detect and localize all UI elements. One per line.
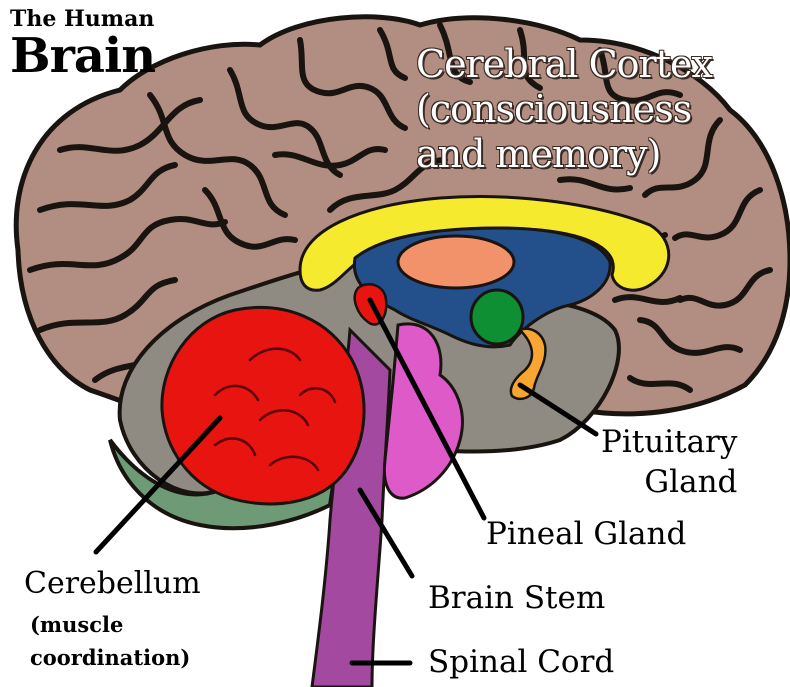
label-cerebral-cortex-desc-2: and memory) [416,132,712,177]
label-cerebellum-desc-1: (muscle [30,608,190,641]
label-cerebellum-desc: (muscle coordination) [30,608,190,674]
cerebellum [162,307,364,503]
label-spinal-cord: Spinal Cord [428,644,614,680]
label-cerebral-cortex-name: Cerebral Cortex [416,42,712,87]
label-cerebellum-desc-2: coordination) [30,641,190,674]
label-pituitary-line-1: Pituitary [601,422,737,462]
label-cerebral-cortex: Cerebral Cortex (consciousness and memor… [416,42,712,177]
label-pineal-gland: Pineal Gland [486,516,686,552]
label-brain-stem: Brain Stem [428,580,605,616]
label-cerebral-cortex-desc-1: (consciousness [416,87,712,132]
label-pituitary-line-2: Gland [601,462,737,502]
thalamus [398,236,514,288]
hypothalamus [471,290,523,344]
label-cerebellum: Cerebellum [24,566,201,601]
label-pituitary-gland: Pituitary Gland [601,422,737,502]
diagram-title: Brain [10,28,155,84]
